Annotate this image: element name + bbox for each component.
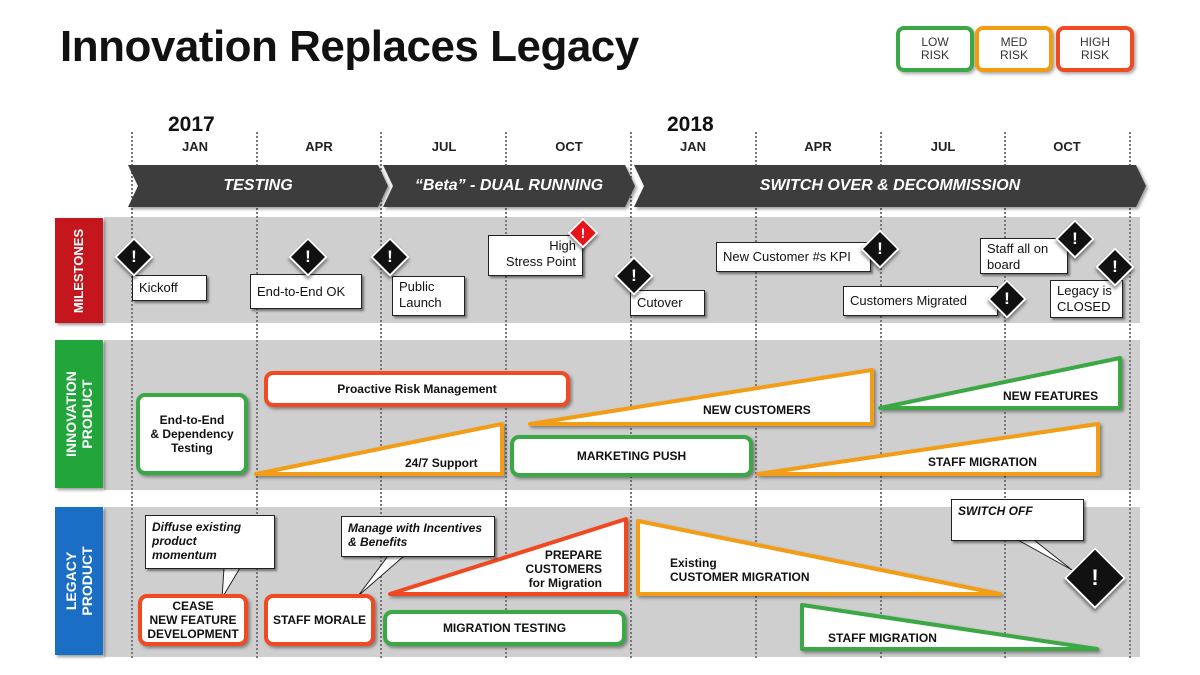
gridline [1129,132,1131,658]
phase-arrow-switch-over [634,165,1146,207]
gridline [630,132,632,658]
existing-migration-label: Existing CUSTOMER MIGRATION [670,556,810,584]
lane-label-milestones: MILESTONES [55,218,103,323]
phase-label-switch-over: SWITCH OVER & DECOMMISSION [759,177,1021,194]
milestone-end-to-end-ok: End-to-End OK [250,274,362,309]
milestone-high-stress-point: High Stress Point [488,235,583,276]
year-2017: 2017 [168,113,215,136]
staff-migration-label: STAFF MIGRATION [928,455,1037,469]
phase-arrow-testing [128,165,388,207]
gridline [131,132,133,658]
support-wedge [254,422,504,476]
phase-label-testing: TESTING [223,177,293,194]
page-title: Innovation Replaces Legacy [60,22,639,71]
month-jan-2018: JAN [679,139,706,154]
cease-development-box: CEASE NEW FEATURE DEVELOPMENT [138,594,248,646]
milestone-new-customer-kpi: New Customer #s KPI [716,242,871,272]
new-customers-label: NEW CUSTOMERS [703,403,811,417]
e2e-testing-box: End-to-End & Dependency Testing [136,393,248,475]
milestone-kickoff: Kickoff [132,275,207,301]
existing-migration-wedge [636,519,1002,596]
year-2018: 2018 [667,113,714,136]
milestone-customers-migrated: Customers Migrated [843,286,998,316]
callout-diffuse-momentum: Diffuse existing product momentum [145,515,275,569]
milestone-legacy-closed: Legacy is CLOSED [1050,280,1123,318]
migration-testing-box: MIGRATION TESTING [383,610,626,646]
new-features-wedge [878,356,1122,410]
marketing-push-box: MARKETING PUSH [510,435,753,477]
month-apr-2018: APR [804,139,832,154]
phase-label-dual-running: “Beta” - DUAL RUNNING [414,177,604,194]
phase-arrow-dual-running [383,165,635,207]
milestone-staff-on-board: Staff all on board [980,238,1068,274]
staff-morale-box: STAFF MORALE [264,594,375,646]
legacy-staff-migration-wedge [800,603,1099,651]
month-apr-2017: APR [305,139,333,154]
legacy-staff-migration-label: STAFF MIGRATION [828,631,937,645]
month-jan-2017: JAN [181,139,208,154]
callout-switch-off: SWITCH OFF [951,499,1084,541]
new-customers-wedge [528,368,874,426]
risk-management-box: Proactive Risk Management [264,371,570,407]
lane-label-innovation: INNOVATION PRODUCT [55,340,103,488]
milestone-cutover: Cutover [630,290,705,316]
callout-tail-switch-off [1016,539,1073,571]
legend-high-risk: HIGH RISK [1056,26,1134,72]
month-jul-2017: JUL [431,139,457,154]
prepare-customers-label: PREPARE CUSTOMERS for Migration [525,548,602,590]
month-oct-2018: OCT [1053,139,1081,154]
staff-migration-wedge [756,422,1100,476]
support-label: 24/7 Support [405,456,478,470]
lane-label-legacy: LEGACY PRODUCT [55,507,103,655]
gridline [256,132,258,658]
prepare-customers-wedge [388,517,628,596]
milestone-public-launch: Public Launch [392,276,465,316]
legend-med-risk: MED RISK [975,26,1053,72]
month-oct-2017: OCT [555,139,583,154]
month-jul-2018: JUL [930,139,956,154]
legend-low-risk: LOW RISK [896,26,974,72]
gridline [880,132,882,658]
new-features-label: NEW FEATURES [1003,389,1099,403]
callout-manage-incentives: Manage with Incentives & Benefits [341,516,495,557]
